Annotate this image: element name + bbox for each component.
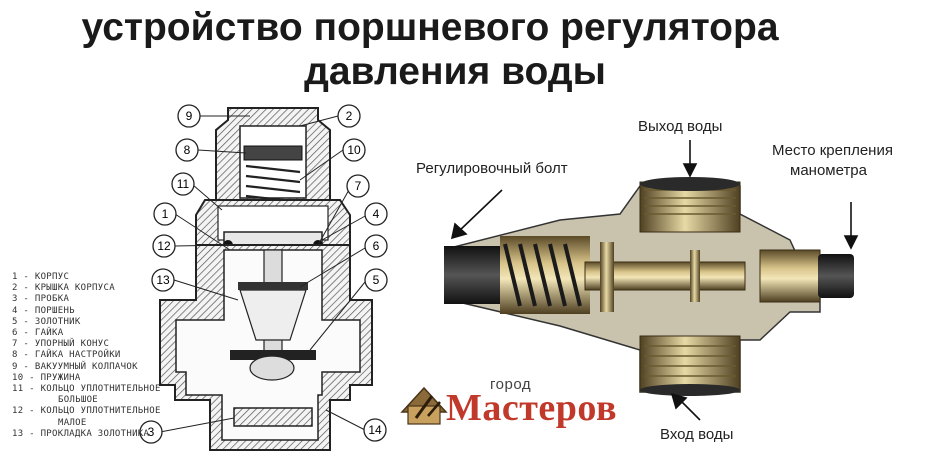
title-line-2: давления воды [304,50,606,93]
svg-text:4: 4 [373,207,380,221]
legend-item: 2 - КРЫШКА КОРПУСА [12,283,115,294]
regulator-cutaway-image [444,177,854,396]
callout-leaders [159,115,368,433]
legend-item: 8 - ГАЙКА НАСТРОЙКИ [12,350,121,361]
page-title: устройство поршневого регулятора давлени… [0,6,934,94]
label-gauge-line2: манометра [790,162,867,179]
svg-text:6: 6 [373,239,380,253]
cross-section-drawing [159,107,373,451]
brand-small-text: город [490,376,532,393]
legend-item: 13 - ПРОКЛАДКА ЗОЛОТНИКА [12,428,150,439]
annotation-arrows [450,140,859,421]
legend-item: 5 - ЗОЛОТНИК [12,316,81,327]
callout-11: 11 [171,172,195,196]
callout-12: 12 [152,234,176,258]
legend-item: 1 - КОРПУС [12,272,70,282]
callout-8: 8 [175,138,199,162]
svg-text:2: 2 [346,109,353,123]
label-outlet: Выход воды [638,118,723,135]
callout-3: 3 [139,420,163,444]
svg-text:3: 3 [148,425,155,439]
title-line-1: устройство поршневого регулятора [81,6,779,49]
svg-text:7: 7 [355,179,362,193]
svg-text:13: 13 [156,273,170,287]
callout-5: 5 [364,268,388,292]
svg-text:14: 14 [368,423,382,437]
svg-text:8: 8 [184,143,191,157]
legend-item: 10 - ПРУЖИНА [12,372,81,383]
callout-6: 6 [364,234,388,258]
callout-2: 2 [337,104,361,128]
svg-text:9: 9 [186,109,193,123]
legend-item: БОЛЬШОЕ [58,395,99,406]
callout-10: 10 [342,138,366,162]
svg-text:11: 11 [177,177,190,191]
legend-item: 3 - ПРОБКА [12,294,70,305]
legend-item: 11 - КОЛЬЦО УПЛОТНИТЕЛЬНОЕ [12,384,161,395]
callout-7: 7 [346,174,370,198]
label-gauge-line1: Место крепления [772,142,893,159]
legend-item: 12 - КОЛЬЦО УПЛОТНИТЕЛЬНОЕ [12,406,161,417]
plug [233,407,313,427]
label-inlet: Вход воды [660,426,734,443]
callout-4: 4 [364,202,388,226]
callout-9: 9 [177,104,201,128]
piston [223,231,323,247]
house-logo-icon [400,386,448,425]
svg-text:1: 1 [162,207,169,221]
parts-legend: 1 - КОРПУС 2 - КРЫШКА КОРПУСА 3 - ПРОБКА… [12,272,161,440]
legend-item: МАЛОЕ [58,417,87,428]
svg-text:5: 5 [373,273,380,287]
legend-item: 4 - ПОРШЕНЬ [12,305,75,316]
callout-14: 14 [363,418,387,442]
callout-13: 13 [151,268,175,292]
brand-logo-text: Мастеров [446,387,617,429]
callout-markers: 9 8 11 1 12 13 2 10 7 4 6 5 3 14 [139,104,388,444]
label-bolt: Регулировочный болт [416,160,568,177]
svg-text:12: 12 [157,239,171,253]
callout-1: 1 [153,202,177,226]
legend-item: 6 - ГАЙКА [12,328,64,339]
legend-item: 9 - ВАКУУМНЫЙ КОЛПАЧОК [12,361,138,372]
spool [230,350,316,360]
legend-item: 7 - УПОРНЫЙ КОНУС [12,339,110,350]
svg-text:10: 10 [347,143,361,157]
